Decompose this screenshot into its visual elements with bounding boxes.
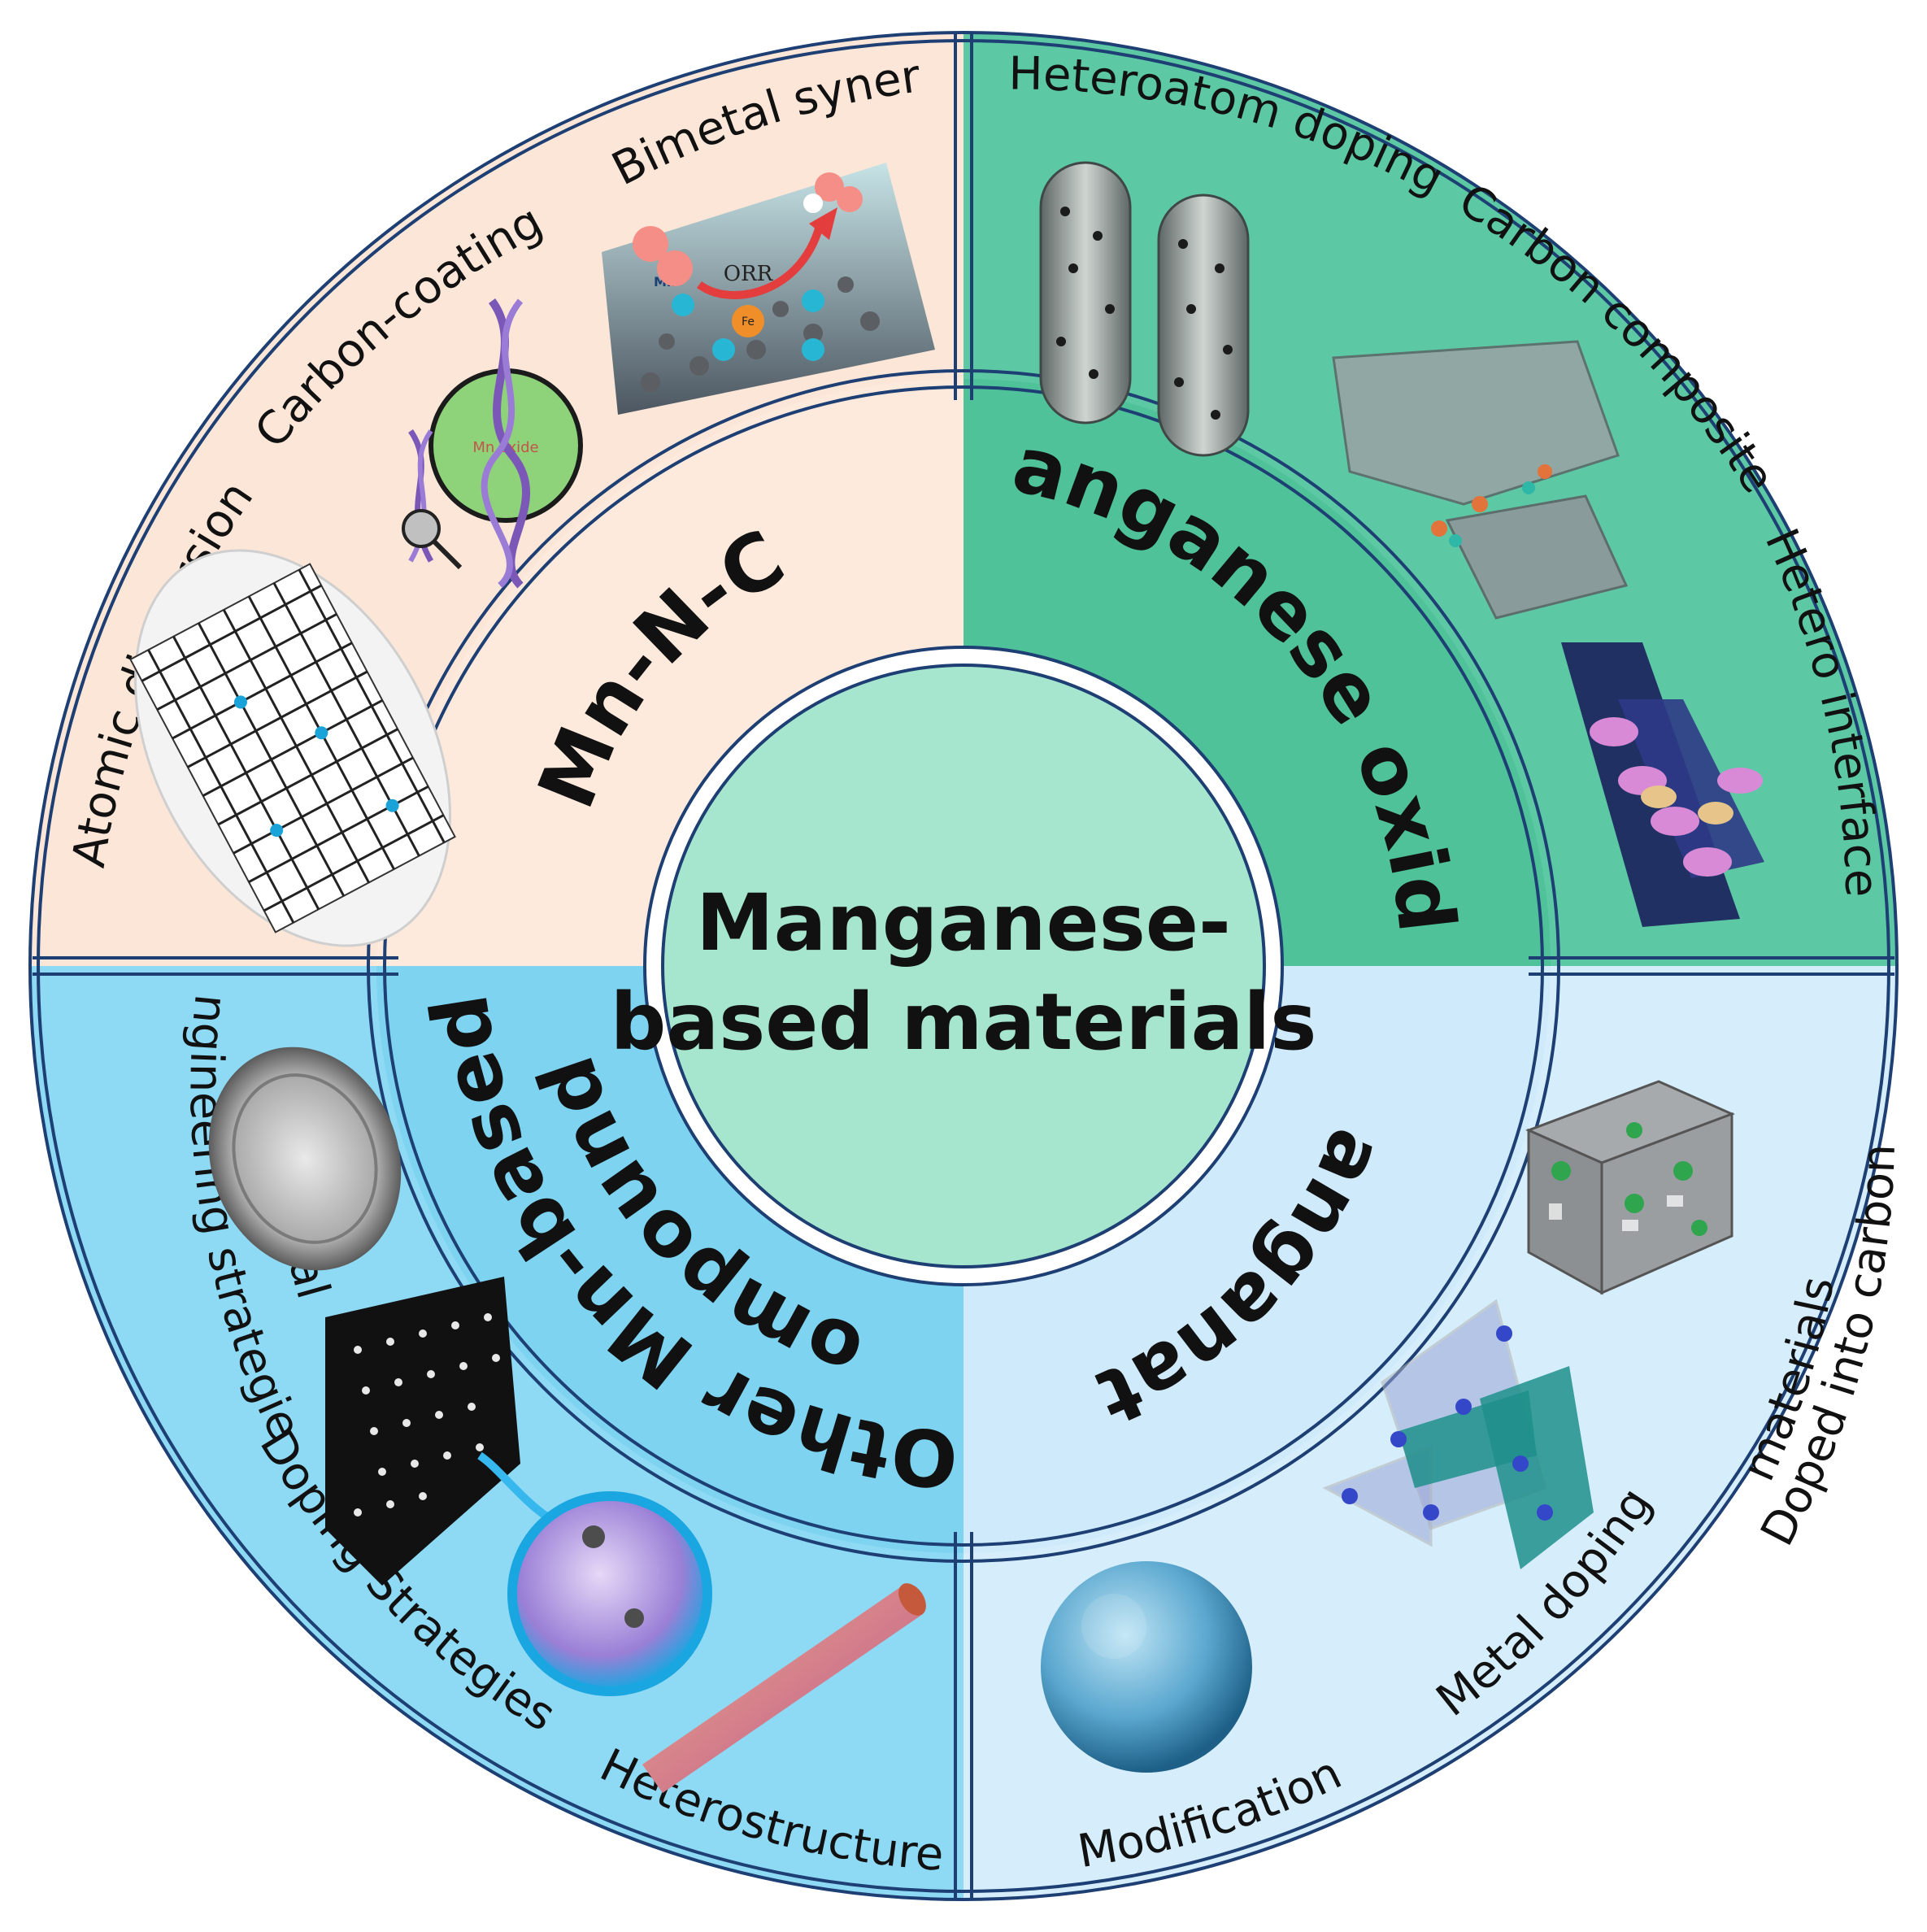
- porous-cube-illustration: [1525, 1080, 1735, 1295]
- hetero-interface-illustration: [1561, 642, 1764, 927]
- graphene-sheet-illustration: [129, 549, 456, 947]
- doped-cylinders-illustration: [1039, 161, 1250, 457]
- orr-label: ORR: [724, 262, 774, 286]
- porous-block-illustration: [325, 1277, 520, 1586]
- ring-dividers: [28, 31, 1899, 1901]
- bimetal-orr-illustration: Fe Mn ORR: [602, 163, 935, 415]
- carbon-coated-particle-illustration: Mn oxide: [402, 298, 583, 589]
- nanotube-rod-illustration: [642, 1583, 926, 1793]
- center-disc: Manganese- based materials: [611, 646, 1317, 1286]
- rough-sphere-illustration: [1041, 1561, 1252, 1773]
- center-title-line1: Manganese-: [696, 877, 1231, 968]
- disc-particle-illustration: [208, 1046, 402, 1271]
- fe-atom-label: Fe: [742, 315, 755, 329]
- polyhedra-structure-illustration: [1322, 1299, 1594, 1569]
- carbon-composite-illustration: [1332, 340, 1629, 620]
- center-title-line2: based materials: [611, 977, 1317, 1068]
- bubble-sphere-illustration: [477, 1451, 712, 1696]
